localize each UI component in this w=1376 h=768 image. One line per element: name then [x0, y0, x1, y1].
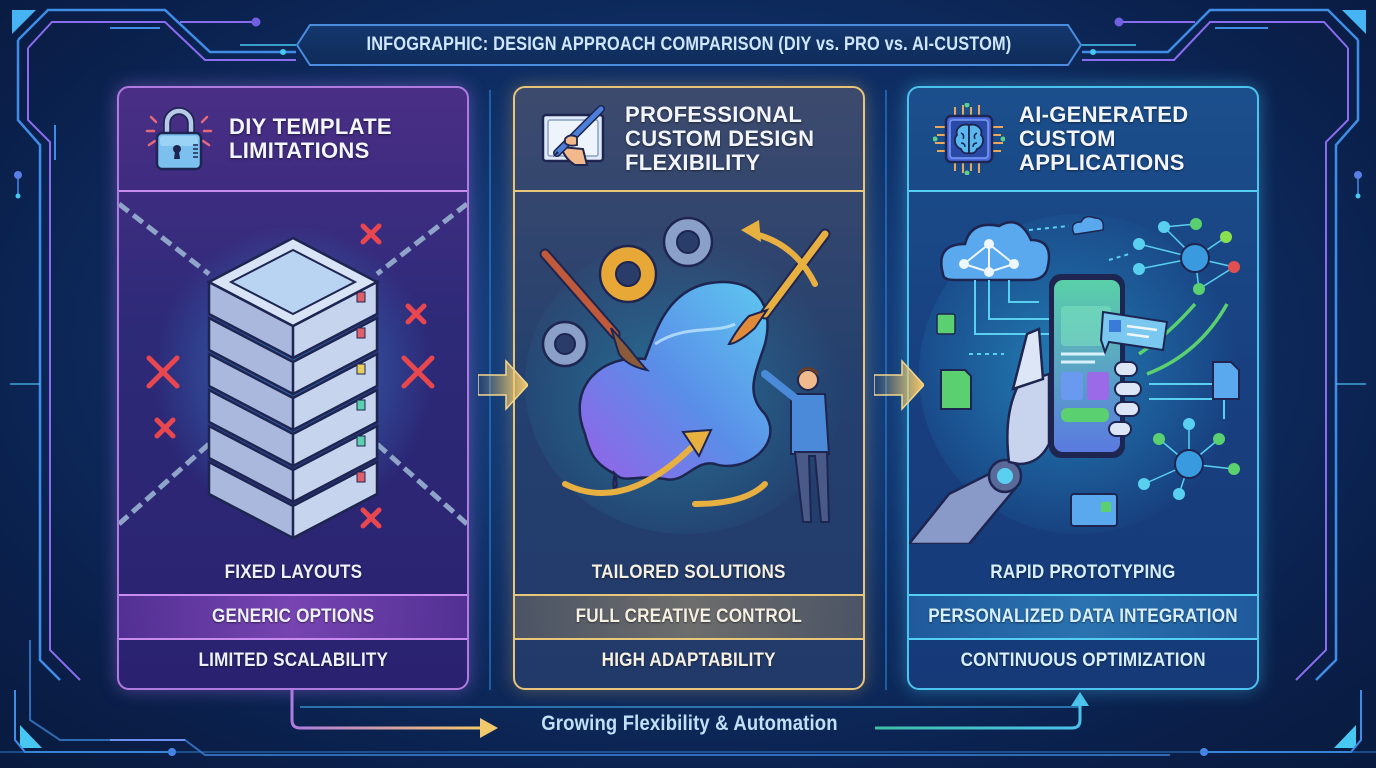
panel-diy: DIY TEMPLATE LIMITATIONS: [117, 86, 469, 690]
panel-diy-header: DIY TEMPLATE LIMITATIONS: [119, 88, 467, 192]
page-title: INFOGRAPHIC: DESIGN APPROACH COMPARISON …: [366, 34, 1012, 55]
panel-ai-title-line: AI-GENERATED: [1019, 102, 1189, 127]
arrow-right-icon: [478, 359, 528, 411]
server-stack-icon: [206, 236, 380, 541]
feature-item: GENERIC OPTIONS: [119, 594, 467, 640]
feature-item: TAILORED SOLUTIONS: [592, 562, 786, 583]
document-icon: [936, 313, 1240, 527]
chat-bubble-icon: [1099, 310, 1169, 355]
panel-diy-features: FIXED LAYOUTS GENERIC OPTIONS LIMITED SC…: [119, 552, 467, 682]
padlock-icon: [145, 107, 213, 171]
feature-item: PERSONALIZED DATA INTEGRATION: [909, 594, 1257, 640]
designer-fluid-blob-illustration: [525, 216, 845, 534]
ai-brain-chip-icon: [933, 103, 1005, 175]
chained-server-stack-illustration: [119, 202, 467, 541]
panel-pro-title-line: PROFESSIONAL: [625, 102, 803, 127]
panel-pro: PROFESSIONAL CUSTOM DESIGN FLEXIBILITY: [513, 86, 865, 690]
designer-person-icon: [761, 367, 831, 523]
paintbrush-icon: [539, 228, 831, 372]
panel-pro-title-line: CUSTOM DESIGN: [625, 126, 815, 151]
neural-network-icon: [1133, 218, 1240, 500]
flow-label-text: Growing Flexibility & Automation: [540, 712, 838, 735]
cloud-network-icon: [940, 215, 1105, 282]
feature-item: LIMITED SCALABILITY: [198, 650, 388, 671]
chain-icon: [119, 202, 467, 526]
robot-hand-phone-illustration: [909, 214, 1240, 544]
arrow-right-icon: [874, 359, 924, 411]
panel-ai-title: AI-GENERATED CUSTOM APPLICATIONS: [1019, 103, 1188, 175]
panel-pro-title-line: FLEXIBILITY: [625, 150, 761, 175]
panel-ai: AI-GENERATED CUSTOM APPLICATIONS: [907, 86, 1259, 690]
panel-pro-features: TAILORED SOLUTIONS FULL CREATIVE CONTROL…: [515, 552, 863, 682]
feature-item: FIXED LAYOUTS: [224, 562, 362, 583]
panel-diy-title: DIY TEMPLATE LIMITATIONS: [229, 115, 392, 163]
feature-item: CONTINUOUS OPTIMIZATION: [960, 650, 1206, 671]
panel-ai-header: AI-GENERATED CUSTOM APPLICATIONS: [909, 88, 1257, 192]
panel-diy-title-line: LIMITATIONS: [229, 138, 370, 163]
title-banner: INFOGRAPHIC: DESIGN APPROACH COMPARISON …: [296, 24, 1082, 66]
panel-pro-header: PROFESSIONAL CUSTOM DESIGN FLEXIBILITY: [515, 88, 863, 192]
panel-diy-title-line: DIY TEMPLATE: [229, 114, 392, 139]
feature-item: HIGH ADAPTABILITY: [601, 650, 777, 671]
feature-item: RAPID PROTOTYPING: [990, 562, 1176, 583]
x-mark-icon: [146, 223, 435, 529]
panel-pro-title: PROFESSIONAL CUSTOM DESIGN FLEXIBILITY: [625, 103, 814, 175]
panel-ai-title-line: APPLICATIONS: [1019, 150, 1185, 175]
flow-label: Growing Flexibility & Automation: [514, 712, 864, 736]
panel-ai-features: RAPID PROTOTYPING PERSONALIZED DATA INTE…: [909, 552, 1257, 682]
robot-hand-icon: [909, 327, 1142, 544]
arrow-icon: [562, 231, 818, 507]
gear-icon: [541, 216, 714, 368]
feature-item: FULL CREATIVE CONTROL: [515, 594, 863, 640]
hand-drawing-on-tablet-icon: [541, 105, 605, 166]
panel-ai-title-line: CUSTOM: [1019, 126, 1116, 151]
